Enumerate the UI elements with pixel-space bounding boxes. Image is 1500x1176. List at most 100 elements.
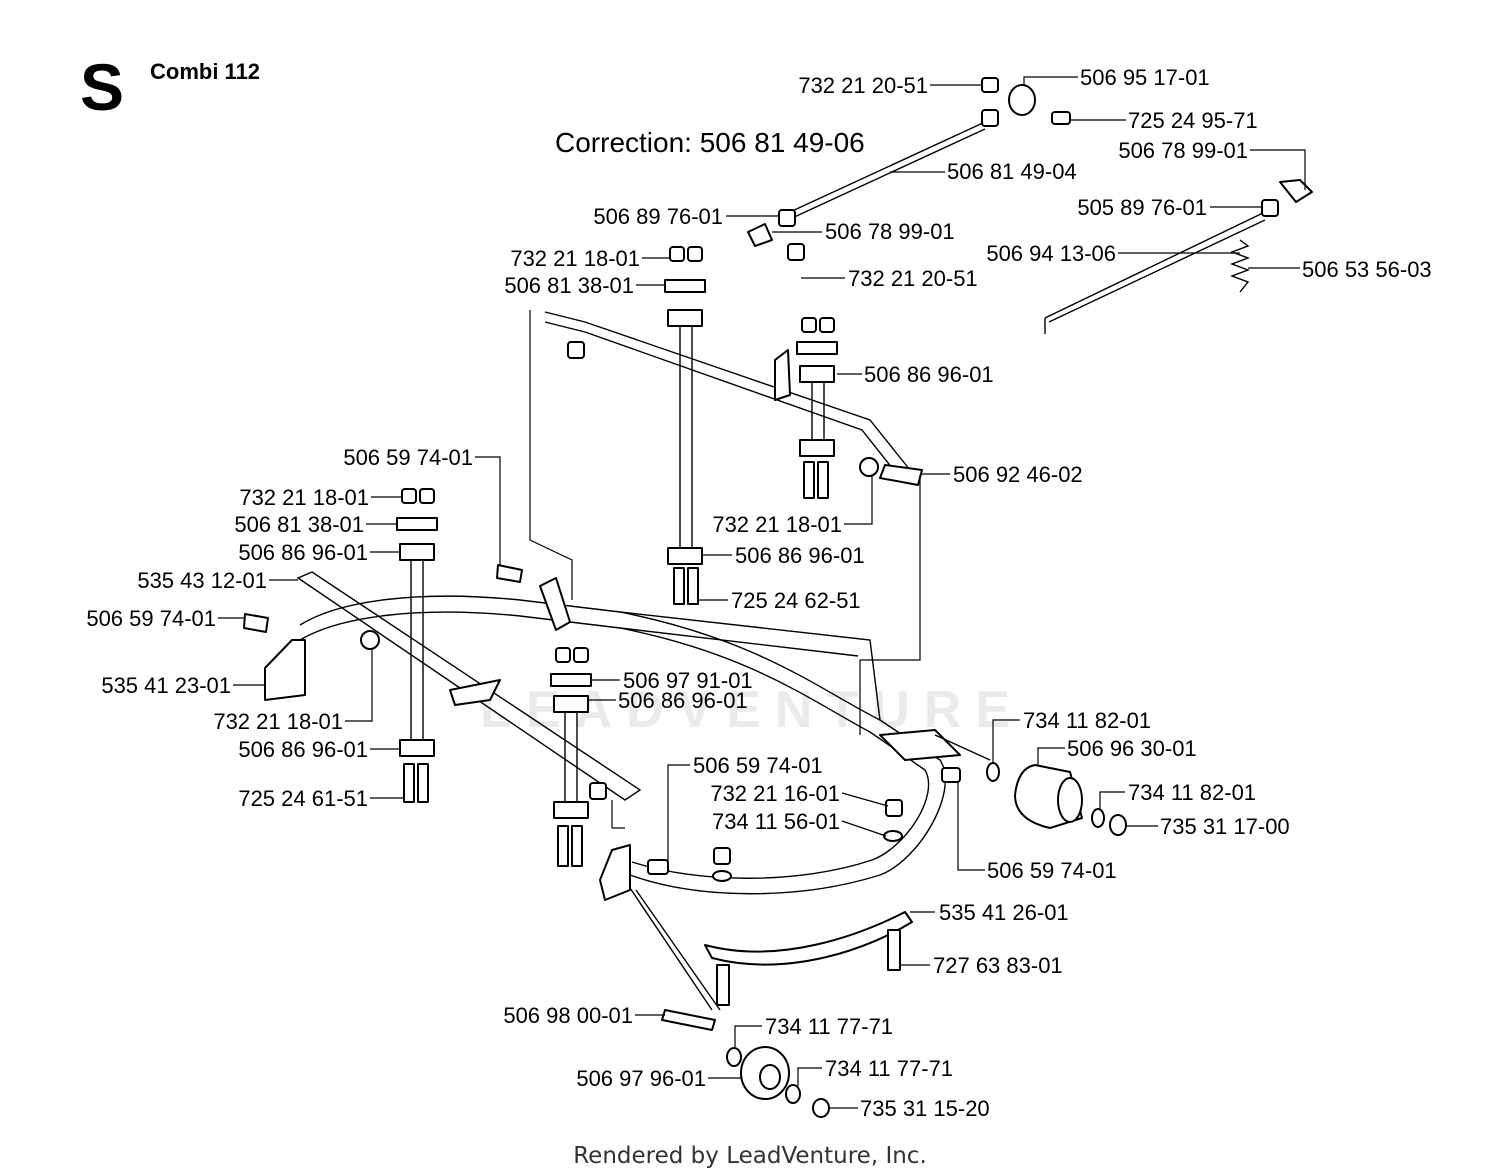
callout-label: 732 21 20-51 xyxy=(848,266,978,291)
nut-rod-end xyxy=(981,109,999,127)
section-letter: S xyxy=(80,50,125,124)
nut-732-21-20-51-top xyxy=(981,77,999,93)
handle-506-92-46-02 xyxy=(879,464,923,486)
callout-label: 732 21 16-01 xyxy=(710,781,840,806)
footer-credit: Rendered by LeadVenture, Inc. xyxy=(573,1143,927,1169)
callout-label: 506 81 38-01 xyxy=(234,512,364,537)
callout-label: 506 59 74-01 xyxy=(987,858,1117,883)
callout-label: 505 89 76-01 xyxy=(1077,195,1207,220)
callout-label: 506 86 96-01 xyxy=(618,688,748,713)
bolt-506-59-74-01-left xyxy=(243,613,269,633)
washer-734-11-77-71-b xyxy=(785,1084,801,1104)
axle-506-98-00-01 xyxy=(629,887,721,1011)
parts-drawing xyxy=(243,77,1313,1118)
wheel-hub xyxy=(759,1064,781,1090)
pin-506-98-00-01 xyxy=(661,1009,716,1031)
ball-joint-506-78-99-01-left xyxy=(747,223,773,247)
callout-label: 732 21 20-51 xyxy=(798,73,928,98)
callout-label: 506 81 38-01 xyxy=(504,273,634,298)
callout-label: 506 59 74-01 xyxy=(86,606,216,631)
nut-506-89-76-01 xyxy=(778,209,796,227)
skid-535-41-26-01 xyxy=(704,911,913,966)
washer-center-front xyxy=(712,870,732,882)
callout-label: 506 81 49-04 xyxy=(947,159,1077,184)
callout-label: 506 96 30-01 xyxy=(1067,736,1197,761)
lift-bar xyxy=(544,311,911,479)
washer-734-11-82-01-b xyxy=(1091,808,1105,828)
guide-lines xyxy=(529,310,921,829)
nut-732-21-20-51-mid xyxy=(787,243,805,261)
nut-732-21-18-01-left xyxy=(360,630,380,650)
callout-label: 535 43 12-01 xyxy=(137,568,267,593)
nut-upper-bar xyxy=(567,341,585,359)
bolt-skid-left xyxy=(716,964,730,1006)
clip-735-31-17-00 xyxy=(1109,814,1127,836)
bar-535-43-12-01 xyxy=(296,571,642,801)
callout-label: 734 11 56-01 xyxy=(712,809,840,834)
callout-label: 506 86 96-01 xyxy=(238,540,368,565)
axle-right xyxy=(934,734,991,761)
callout-label: 732 21 18-01 xyxy=(239,485,369,510)
plate-left xyxy=(449,679,501,706)
callout-label: 506 86 96-01 xyxy=(238,737,368,762)
nut-732-21-16-01 xyxy=(885,799,903,817)
nut-center-front xyxy=(713,847,731,865)
callout-label: 734 11 77-71 xyxy=(825,1056,953,1081)
callout-label: 506 53 56-03 xyxy=(1302,257,1432,282)
callout-label: 725 24 61-51 xyxy=(238,786,368,811)
callout-label: 506 86 96-01 xyxy=(864,362,994,387)
bracket-front-wheel xyxy=(599,844,631,901)
bracket-right-wheel xyxy=(879,729,961,761)
rod-506-94-13-06 xyxy=(1044,211,1266,334)
nut-lower-left xyxy=(589,782,607,800)
callout-label: 506 97 96-01 xyxy=(576,1066,706,1091)
callout-label: 734 11 82-01 xyxy=(1023,708,1151,733)
screw-725-24-95-71 xyxy=(1051,111,1071,125)
deck-frame-side xyxy=(619,611,881,721)
callout-label: 725 24 95-71 xyxy=(1128,108,1258,133)
washer-734-11-77-71-a xyxy=(726,1047,742,1067)
model-title: Combi 112 xyxy=(150,59,261,84)
callout-label: 506 95 17-01 xyxy=(1080,65,1210,90)
callout-label: 732 21 18-01 xyxy=(510,246,640,271)
callout-label: 506 59 74-01 xyxy=(693,753,823,778)
callout-labels: 732 21 20-51 506 95 17-01 725 24 95-71 5… xyxy=(86,65,1431,1121)
roller-face xyxy=(1057,777,1083,823)
callout-label: 732 21 18-01 xyxy=(213,709,343,734)
bolt-727-63-83-01 xyxy=(887,929,901,971)
washer-734-11-56-01 xyxy=(883,830,903,842)
washer-734-11-82-01-a xyxy=(986,762,1000,782)
callout-label: 506 59 74-01 xyxy=(343,445,473,470)
callout-label: 506 78 99-01 xyxy=(825,219,955,244)
bolt-506-59-74-01-right xyxy=(941,767,961,783)
callout-label: 506 94 13-06 xyxy=(986,241,1116,266)
hanger-stack-lower xyxy=(550,647,592,867)
callout-label: 734 11 82-01 xyxy=(1128,780,1256,805)
callout-label: 506 86 96-01 xyxy=(735,543,865,568)
bolt-506-59-74-01-front xyxy=(647,859,669,875)
bracket-upper xyxy=(774,349,791,401)
callout-label: 506 92 46-02 xyxy=(953,462,1083,487)
link-arm xyxy=(539,577,571,631)
callout-label: 535 41 23-01 xyxy=(101,673,231,698)
callout-label: 506 97 91-01 xyxy=(623,668,753,693)
hanger-stack-left xyxy=(396,488,438,803)
clip-735-31-15-20 xyxy=(812,1098,830,1118)
callout-label: 735 31 15-20 xyxy=(860,1096,990,1121)
ball-joint-506-78-99-01-right xyxy=(1279,179,1313,203)
spring-506-53-56-03 xyxy=(1230,239,1250,293)
callout-label: 734 11 77-71 xyxy=(765,1014,893,1039)
rod-506-81-49-04 xyxy=(789,121,986,220)
callout-label: 727 63 83-01 xyxy=(933,953,1063,978)
callout-label: 735 31 17-00 xyxy=(1160,814,1290,839)
correction-note: Correction: 506 81 49-06 xyxy=(555,127,865,158)
bracket-535-41-23-01 xyxy=(264,639,306,701)
nut-505-89-76-01 xyxy=(1261,199,1279,217)
callout-label: 535 41 26-01 xyxy=(939,900,1069,925)
leader-lines xyxy=(218,76,1306,1109)
bolt-506-59-74-01-top xyxy=(496,564,523,583)
nut-732-21-18-01-right xyxy=(859,457,879,477)
callout-label: 506 98 00-01 xyxy=(503,1003,633,1028)
swivel-506-95-17-01 xyxy=(1008,84,1036,116)
